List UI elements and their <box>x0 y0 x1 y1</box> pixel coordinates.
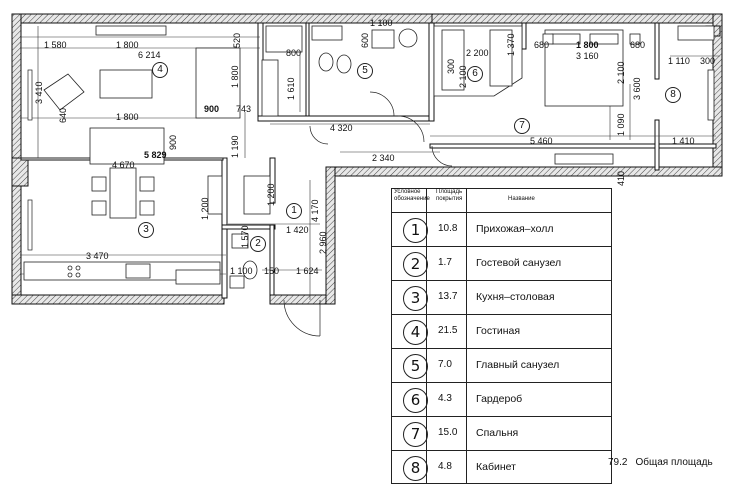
legend-room-name: Гостевой санузел <box>476 257 562 269</box>
dim-label: 2 960 <box>318 231 328 254</box>
legend-row: 6 4.3 Гардероб <box>392 382 611 417</box>
legend-area: 4.8 <box>438 461 452 472</box>
dim-label: 1 800 <box>230 65 240 88</box>
legend-room-name: Гостиная <box>476 325 521 337</box>
legend-row: 3 13.7 Кухня–столовая <box>392 280 611 315</box>
legend-marker: 8 <box>403 456 428 481</box>
legend-marker: 7 <box>403 422 428 447</box>
legend-room-name: Кухня–столовая <box>476 291 555 303</box>
dim-label: 4 670 <box>112 160 135 170</box>
legend-row: 8 4.8 Кабинет <box>392 450 611 485</box>
dim-label: 1 610 <box>286 77 296 100</box>
room-marker-2: 2 <box>250 236 266 252</box>
exterior-walls <box>11 13 723 305</box>
dim-label: 1 100 <box>230 266 253 276</box>
dim-label: 520 <box>232 32 242 48</box>
dim-label: 6 214 <box>138 50 161 60</box>
room-marker-6: 6 <box>467 66 483 82</box>
room-marker-1: 1 <box>286 203 302 219</box>
dim-label: 300 <box>700 56 716 66</box>
legend-area: 21.5 <box>438 325 458 336</box>
legend-header-area: Площадь покрытия <box>436 189 463 202</box>
interior-walls <box>20 22 717 299</box>
dim-label: 2 200 <box>466 48 489 58</box>
dim-label: 3 470 <box>86 251 109 261</box>
dim-label: 1 200 <box>266 183 276 206</box>
dim-label: 680 <box>534 40 550 50</box>
room-marker-3: 3 <box>138 222 154 238</box>
dim-label: 5 460 <box>530 136 553 146</box>
legend-room-name: Главный санузел <box>476 359 560 371</box>
legend-room-name: Спальня <box>476 427 519 439</box>
dim-label: 410 <box>616 170 626 186</box>
dim-label: 1 410 <box>672 136 695 146</box>
legend-area: 4.3 <box>438 393 452 404</box>
dim-label: 2 340 <box>372 153 395 163</box>
legend-area: 1.7 <box>438 257 452 268</box>
dim-label: 1 580 <box>44 40 67 50</box>
dim-label: 150 <box>264 266 280 276</box>
dim-label: 3 160 <box>576 51 599 61</box>
legend-header-name: Название <box>508 196 535 202</box>
room-marker-5: 5 <box>357 63 373 79</box>
legend-room-name: Прихожая–холл <box>476 223 554 235</box>
legend-marker: 4 <box>403 320 428 345</box>
dim-label: 900 <box>204 104 220 114</box>
dim-label: 3 600 <box>632 77 642 100</box>
dim-label: 4 170 <box>310 199 320 222</box>
room-marker-4: 4 <box>152 62 168 78</box>
legend-row: 5 7.0 Главный санузел <box>392 348 611 383</box>
windows <box>27 69 33 251</box>
legend-marker: 1 <box>403 218 428 243</box>
legend-header-designation: Условное обозначение <box>394 189 430 202</box>
legend-area: 10.8 <box>438 223 458 234</box>
dim-label: 2 100 <box>616 61 626 84</box>
dim-label: 1 570 <box>240 225 250 248</box>
legend-row: 1 10.8 Прихожая–холл <box>392 212 611 247</box>
legend-row: 2 1.7 Гостевой санузел <box>392 246 611 281</box>
dim-label: 1 100 <box>370 18 393 28</box>
dim-label: 1 800 <box>116 40 139 50</box>
dim-label: 1 200 <box>200 197 210 220</box>
total-area-label: Общая площадь <box>635 457 713 468</box>
total-area-value: 79.2 <box>608 457 628 468</box>
legend-row: 4 21.5 Гостиная <box>392 314 611 349</box>
dim-label: 1 110 <box>668 56 690 66</box>
total-area: 79.2 Общая площадь <box>608 457 721 468</box>
furniture <box>23 25 715 289</box>
dim-label: 1 624 <box>296 266 319 276</box>
dim-label: 5 829 <box>144 150 167 160</box>
dim-label: 3 410 <box>34 81 44 104</box>
dim-label: 4 320 <box>330 123 353 133</box>
dim-label: 743 <box>236 104 252 114</box>
dim-label: 600 <box>360 32 370 48</box>
legend-marker: 6 <box>403 388 428 413</box>
legend-row: 7 15.0 Спальня <box>392 416 611 451</box>
legend-room-name: Кабинет <box>476 461 516 473</box>
dim-label: 1 420 <box>286 225 309 235</box>
legend-marker: 2 <box>403 252 428 277</box>
dim-label: 1 800 <box>116 112 139 122</box>
legend-area: 13.7 <box>438 291 458 302</box>
legend-marker: 5 <box>403 354 428 379</box>
dim-label: 1 090 <box>616 113 626 136</box>
dim-label: 1 800 <box>576 40 599 50</box>
dim-label: 300 <box>446 58 456 74</box>
legend-area: 7.0 <box>438 359 452 370</box>
dim-label: 900 <box>168 134 178 150</box>
room-marker-8: 8 <box>665 87 681 103</box>
dim-label: 800 <box>286 48 302 58</box>
room-marker-7: 7 <box>514 118 530 134</box>
room-legend-table: Условное обозначение Площадь покрытия На… <box>391 188 612 484</box>
legend-room-name: Гардероб <box>476 393 523 405</box>
legend-marker: 3 <box>403 286 428 311</box>
dim-label: 640 <box>58 107 68 123</box>
dim-label: 1 370 <box>506 33 516 56</box>
dim-label: 680 <box>630 40 646 50</box>
legend-area: 15.0 <box>438 427 458 438</box>
dim-label: 1 190 <box>230 135 240 158</box>
doors <box>283 91 453 337</box>
